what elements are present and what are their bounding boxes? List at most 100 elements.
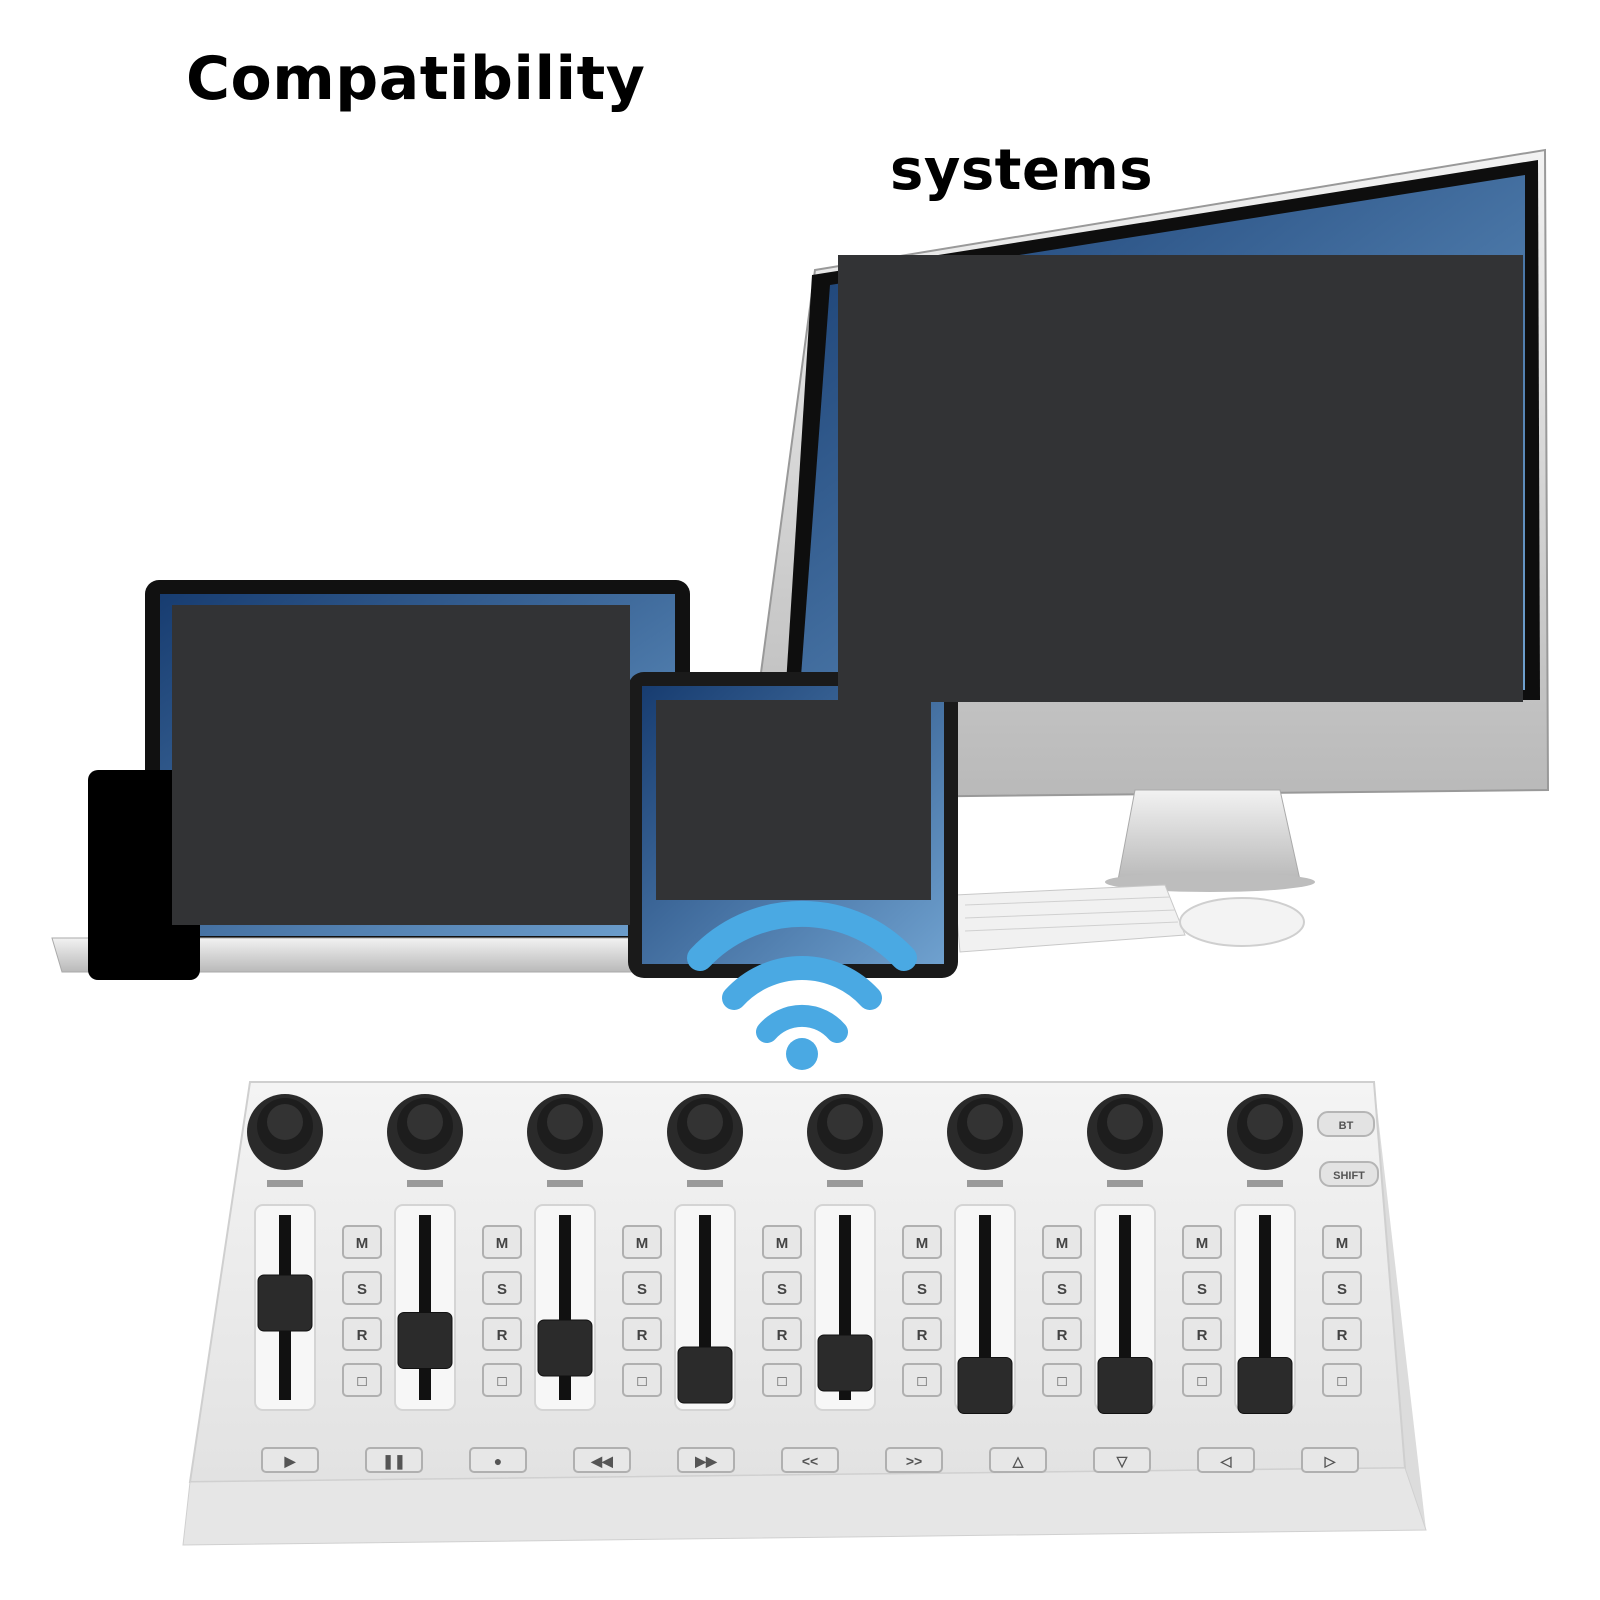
channel-button-label: S — [1057, 1281, 1067, 1298]
channel-5-button-2[interactable]: R — [902, 1317, 942, 1351]
knob-led-6 — [967, 1180, 1003, 1187]
fast-forward-icon-glyph: ▶▶ — [694, 1453, 718, 1469]
channel-button-label: M — [1056, 1235, 1069, 1252]
fader-cap-3[interactable] — [537, 1319, 593, 1377]
channel-3-button-3[interactable]: □ — [622, 1363, 662, 1397]
channel-5-button-1[interactable]: S — [902, 1271, 942, 1305]
channel-6-button-1[interactable]: S — [1042, 1271, 1082, 1305]
channel-8-button-1[interactable]: S — [1322, 1271, 1362, 1305]
rewind-icon-glyph: ◀◀ — [590, 1453, 613, 1469]
shift-button-label: SHIFT — [1333, 1170, 1365, 1182]
fast-forward-icon[interactable]: ▶▶ — [677, 1447, 735, 1473]
up-arrow-icon[interactable]: △ — [989, 1447, 1047, 1473]
next-marker-icon[interactable]: >> — [885, 1447, 943, 1473]
knob-6[interactable] — [947, 1094, 1023, 1170]
knob-led-8 — [1247, 1180, 1283, 1187]
channel-4-button-0[interactable]: M — [762, 1225, 802, 1259]
channel-button-label: R — [357, 1327, 368, 1344]
channel-4-button-3[interactable]: □ — [762, 1363, 802, 1397]
channel-button-label: M — [776, 1235, 789, 1252]
prev-marker-icon[interactable]: << — [781, 1447, 839, 1473]
fader-cap-2[interactable] — [397, 1312, 453, 1369]
rewind-icon[interactable]: ◀◀ — [573, 1447, 631, 1473]
channel-2-button-1[interactable]: S — [482, 1271, 522, 1305]
redacted-block-laptop — [172, 605, 630, 925]
left-arrow-icon[interactable]: ◁ — [1197, 1447, 1255, 1473]
channel-3-button-2[interactable]: R — [622, 1317, 662, 1351]
channel-7-button-3[interactable]: □ — [1182, 1363, 1222, 1397]
channel-7-button-1[interactable]: S — [1182, 1271, 1222, 1305]
fader-cap-5[interactable] — [817, 1334, 873, 1392]
knob-led-4 — [687, 1180, 723, 1187]
channel-strip-1 — [254, 1204, 316, 1411]
channel-button-label: M — [916, 1235, 929, 1252]
channel-7-button-2[interactable]: R — [1182, 1317, 1222, 1351]
channel-1-button-3[interactable]: □ — [342, 1363, 382, 1397]
redacted-block-tablet — [656, 700, 931, 900]
knob-5[interactable] — [807, 1094, 883, 1170]
fader-cap-1[interactable] — [257, 1274, 313, 1332]
wifi-icon — [687, 900, 917, 1070]
pause-icon-glyph: ❚❚ — [382, 1453, 405, 1470]
channel-strip-6 — [954, 1204, 1016, 1414]
knob-4[interactable] — [667, 1094, 743, 1170]
fader-cap-7[interactable] — [1097, 1357, 1153, 1414]
channel-8-button-3[interactable]: □ — [1322, 1363, 1362, 1397]
knob-8[interactable] — [1227, 1094, 1303, 1170]
channel-button-label: □ — [357, 1373, 366, 1390]
left-arrow-icon-glyph: ◁ — [1220, 1453, 1232, 1469]
prev-marker-icon-glyph: << — [802, 1453, 818, 1469]
channel-6-button-3[interactable]: □ — [1042, 1363, 1082, 1397]
channel-4-button-2[interactable]: R — [762, 1317, 802, 1351]
channel-7-button-0[interactable]: M — [1182, 1225, 1222, 1259]
channel-1-button-1[interactable]: S — [342, 1271, 382, 1305]
channel-button-label: S — [497, 1281, 507, 1298]
record-icon[interactable]: ● — [469, 1447, 527, 1473]
channel-3-button-1[interactable]: S — [622, 1271, 662, 1305]
knob-2[interactable] — [387, 1094, 463, 1170]
channel-3-button-0[interactable]: M — [622, 1225, 662, 1259]
right-arrow-icon[interactable]: ▷ — [1301, 1447, 1359, 1473]
right-arrow-icon-glyph: ▷ — [1324, 1453, 1337, 1469]
channel-button-label: S — [917, 1281, 927, 1298]
channel-6-button-2[interactable]: R — [1042, 1317, 1082, 1351]
channel-button-label: R — [1057, 1327, 1068, 1344]
channel-button-label: S — [357, 1281, 367, 1298]
channel-2-button-0[interactable]: M — [482, 1225, 522, 1259]
knob-3[interactable] — [527, 1094, 603, 1170]
shift-button[interactable]: SHIFT — [1319, 1161, 1379, 1187]
down-arrow-icon[interactable]: ▽ — [1093, 1447, 1151, 1473]
channel-1-button-2[interactable]: R — [342, 1317, 382, 1351]
bt-button[interactable]: BT — [1317, 1111, 1375, 1137]
channel-2-button-3[interactable]: □ — [482, 1363, 522, 1397]
channel-strip-3 — [534, 1204, 596, 1411]
channel-strip-5 — [814, 1204, 876, 1411]
knob-led-7 — [1107, 1180, 1143, 1187]
play-icon[interactable]: ▶ — [261, 1447, 319, 1473]
knob-led-5 — [827, 1180, 863, 1187]
knob-7[interactable] — [1087, 1094, 1163, 1170]
channel-button-label: S — [777, 1281, 787, 1298]
channel-button-label: M — [1196, 1235, 1209, 1252]
fader-cap-8[interactable] — [1237, 1357, 1293, 1414]
channel-button-label: R — [777, 1327, 788, 1344]
channel-8-button-0[interactable]: M — [1322, 1225, 1362, 1259]
pause-icon[interactable]: ❚❚ — [365, 1447, 423, 1473]
channel-4-button-1[interactable]: S — [762, 1271, 802, 1305]
channel-5-button-3[interactable]: □ — [902, 1363, 942, 1397]
knob-led-1 — [267, 1180, 303, 1187]
fader-cap-4[interactable] — [677, 1346, 733, 1404]
redacted-block-monitor — [838, 255, 1523, 702]
headline-compatibility: Compatibility — [186, 44, 646, 114]
channel-1-button-0[interactable]: M — [342, 1225, 382, 1259]
channel-button-label: R — [637, 1327, 648, 1344]
channel-button-label: M — [356, 1235, 369, 1252]
channel-2-button-2[interactable]: R — [482, 1317, 522, 1351]
channel-button-label: R — [1197, 1327, 1208, 1344]
knob-1[interactable] — [247, 1094, 323, 1170]
fader-cap-6[interactable] — [957, 1357, 1013, 1414]
up-arrow-icon-glyph: △ — [1012, 1453, 1025, 1469]
channel-8-button-2[interactable]: R — [1322, 1317, 1362, 1351]
channel-6-button-0[interactable]: M — [1042, 1225, 1082, 1259]
channel-5-button-0[interactable]: M — [902, 1225, 942, 1259]
